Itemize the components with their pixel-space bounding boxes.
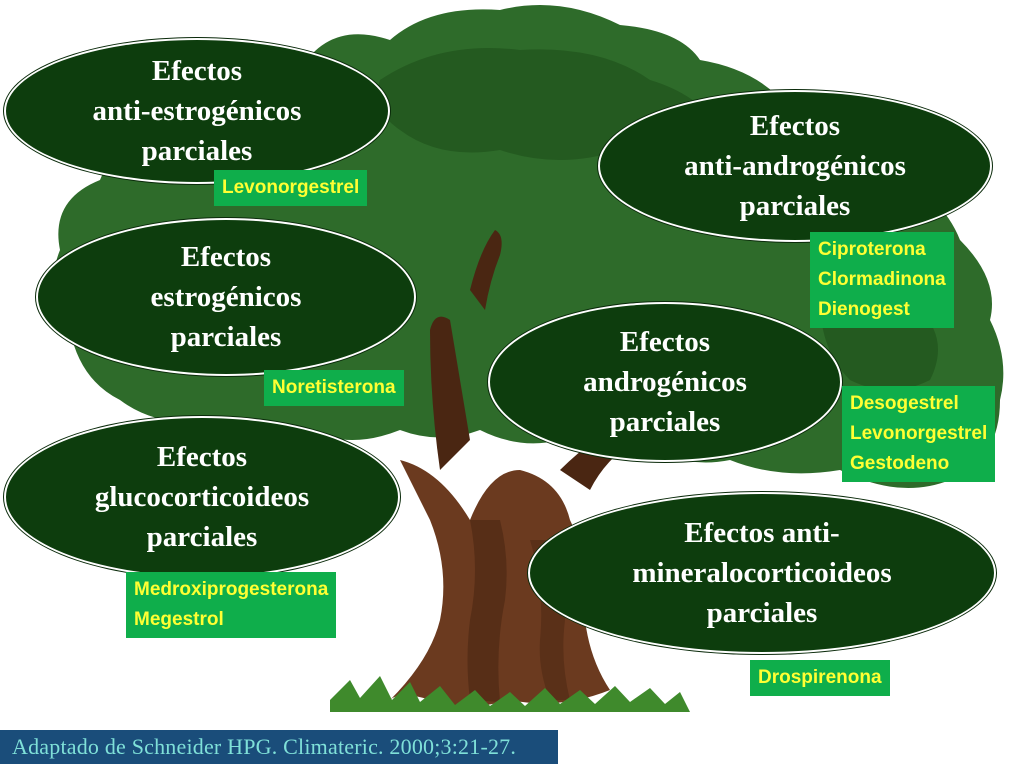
drug-box-glucocorticoideos: Medroxiprogesterona Megestrol — [126, 572, 337, 638]
ellipse-anti-estrogenicos: Efectos anti-estrogénicos parciales — [4, 38, 390, 184]
drug-box-anti-estrogenicos: Levonorgestrel — [214, 170, 368, 206]
citation-text: Adaptado de Schneider HPG. Climateric. 2… — [12, 734, 517, 759]
ellipse-label: Efectos anti- mineralocorticoideos parci… — [632, 517, 892, 629]
drug-name: Medroxiprogesterona — [134, 579, 329, 600]
ellipse-label: Efectos anti-estrogénicos parciales — [92, 55, 302, 167]
ellipse-label: Efectos anti-androgénicos parciales — [684, 110, 906, 222]
drug-box-anti-androgenicos: Ciproterona Clormadinona Dienogest — [810, 232, 954, 328]
drug-name: Drospirenona — [758, 667, 882, 688]
ellipse-androgenicos: Efectos androgénicos parciales — [488, 302, 842, 462]
drug-box-estrogenicos: Noretisterona — [264, 370, 404, 406]
drug-name: Ciproterona — [818, 239, 926, 260]
drug-name: Megestrol — [134, 609, 224, 630]
drug-name: Dienogest — [818, 299, 910, 320]
drug-name: Noretisterona — [272, 377, 396, 398]
drug-name: Levonorgestrel — [850, 423, 988, 444]
drug-box-androgenicos: Desogestrel Levonorgestrel Gestodeno — [842, 386, 996, 482]
ellipse-glucocorticoideos: Efectos glucocorticoideos parciales — [4, 416, 400, 578]
drug-name: Desogestrel — [850, 393, 959, 414]
ellipse-label: Efectos glucocorticoideos parciales — [94, 441, 310, 553]
ellipse-estrogenicos: Efectos estrogénicos parciales — [36, 218, 416, 376]
drug-name: Gestodeno — [850, 453, 950, 474]
citation-bar: Adaptado de Schneider HPG. Climateric. 2… — [0, 730, 558, 764]
drug-name: Levonorgestrel — [222, 177, 360, 198]
drug-box-anti-mineralocorticoideos: Drospirenona — [750, 660, 890, 696]
ellipse-anti-mineralocorticoideos: Efectos anti- mineralocorticoideos parci… — [528, 492, 996, 654]
ellipse-label: Efectos androgénicos parciales — [583, 326, 747, 438]
ellipse-label: Efectos estrogénicos parciales — [150, 241, 302, 353]
drug-name: Clormadinona — [818, 269, 946, 290]
grass — [330, 676, 690, 712]
ellipse-anti-androgenicos: Efectos anti-androgénicos parciales — [598, 90, 992, 242]
